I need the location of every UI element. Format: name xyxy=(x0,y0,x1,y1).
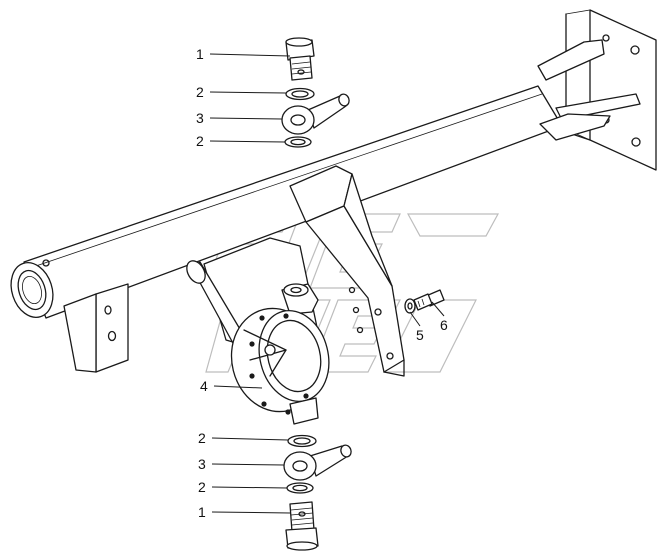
support-tube xyxy=(10,85,563,319)
callout-6: 6 xyxy=(440,317,448,333)
callout-3-bottom: 3 xyxy=(198,456,206,472)
end-flange xyxy=(537,9,657,171)
callout-1-top: 1 xyxy=(196,46,204,62)
callout-5: 5 xyxy=(416,327,424,343)
sealing-washer-bottom-lower xyxy=(286,482,314,494)
top-fitting-stack xyxy=(281,37,350,148)
sealing-washer-top-upper xyxy=(285,87,315,101)
callout-2-bottom-lower: 2 xyxy=(198,479,206,495)
bottom-fitting-stack xyxy=(283,434,352,551)
banjo-union-top xyxy=(281,93,350,135)
callout-4: 4 xyxy=(200,378,208,394)
banjo-union-bottom xyxy=(283,444,352,481)
callout-2-top-lower: 2 xyxy=(196,133,204,149)
callout-1-bottom: 1 xyxy=(198,504,206,520)
pump-mount-bracket xyxy=(289,165,405,377)
callout-3-top: 3 xyxy=(196,110,204,126)
leader-lines xyxy=(209,53,445,514)
banjo-bolt-bottom xyxy=(285,501,319,551)
left-hanging-bracket xyxy=(63,283,129,373)
sealing-washer-bottom-upper xyxy=(287,434,317,448)
sealing-washer-top-lower xyxy=(284,136,312,148)
banjo-bolt-top xyxy=(285,37,315,81)
callout-labels: 1 2 3 2 4 5 6 2 3 2 1 xyxy=(196,46,448,520)
callout-2-top-upper: 2 xyxy=(196,84,204,100)
spring-washer xyxy=(404,298,416,314)
hand-pump xyxy=(186,237,330,425)
callout-2-bottom-upper: 2 xyxy=(198,430,206,446)
mounting-bolt xyxy=(413,289,445,311)
